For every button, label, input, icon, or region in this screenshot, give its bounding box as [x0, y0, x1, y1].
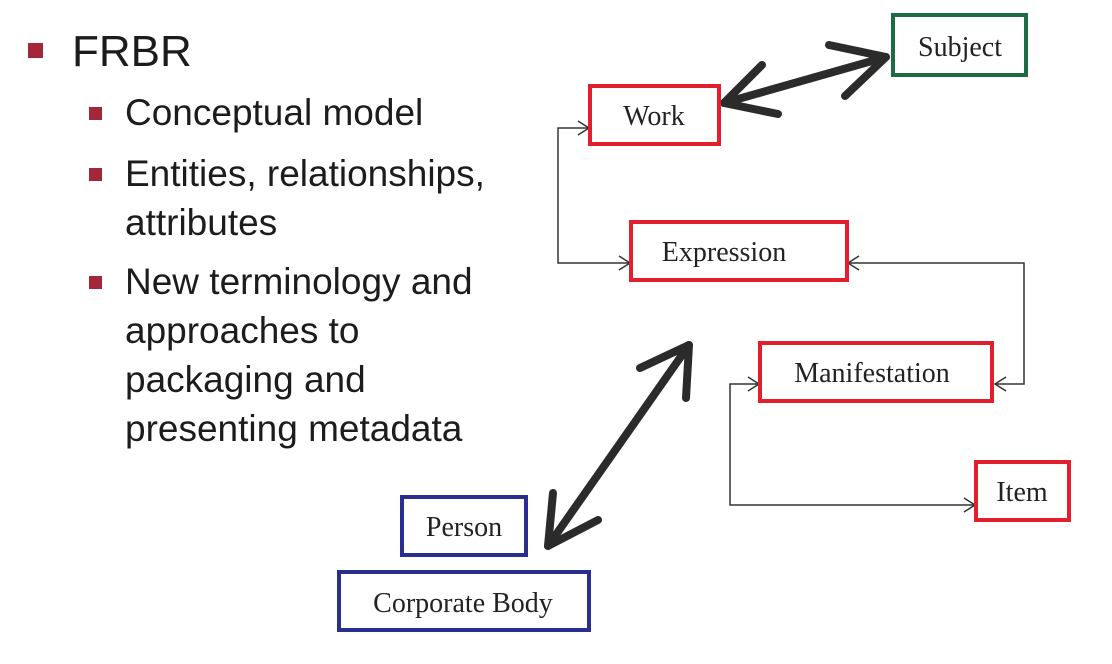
- entity-expression: Expression: [629, 220, 849, 282]
- bullet-marker-2: [89, 168, 102, 181]
- entity-label: Work: [623, 101, 685, 132]
- entity-label: Corporate Body: [373, 588, 553, 619]
- arrow-shaft: [544, 341, 693, 550]
- bullet-marker-1: [89, 107, 102, 120]
- arrowhead-at-work: [720, 61, 782, 118]
- bullet-text-3: New terminology and approaches to packag…: [125, 261, 473, 449]
- arrowhead-at-agents: [544, 489, 602, 550]
- arrow-expression-agents: [544, 341, 693, 550]
- entity-label: Person: [426, 512, 502, 543]
- arrowhead-at-subject: [825, 41, 890, 100]
- connector-line: [848, 262, 1025, 385]
- entity-subject: Subject: [891, 13, 1028, 77]
- entity-work: Work: [588, 84, 721, 146]
- connector-line: [729, 383, 975, 506]
- bullet-text-1: Conceptual model: [125, 92, 424, 133]
- title-bullet-marker: [28, 43, 43, 58]
- entity-person: Person: [400, 495, 528, 557]
- entity-box: [629, 220, 849, 282]
- entity-label: Expression: [662, 237, 786, 268]
- entity-label: Manifestation: [794, 358, 950, 389]
- entity-box: [758, 341, 994, 403]
- slide-title: FRBR: [72, 27, 192, 76]
- arrowhead-at-expression: [636, 341, 693, 402]
- entity-manifestation: Manifestation: [758, 341, 994, 403]
- connector-line: [557, 127, 630, 264]
- entity-item: Item: [974, 460, 1071, 522]
- bullet-text-2: Entities, relationships, attributes: [125, 153, 485, 243]
- arrow-shaft: [720, 53, 890, 107]
- arrowhead-to-manifestation: [993, 376, 1007, 392]
- entity-box: [588, 84, 721, 146]
- entity-label: Item: [996, 477, 1048, 508]
- arrow-work-subject: [720, 41, 890, 118]
- entity-box: [337, 570, 591, 632]
- entity-box: [400, 495, 528, 557]
- entity-corporate-body: Corporate Body: [337, 570, 591, 632]
- bullet-marker-3: [89, 276, 102, 289]
- entity-box: [891, 13, 1028, 77]
- entity-label: Subject: [918, 32, 1002, 63]
- entity-box: [974, 460, 1071, 522]
